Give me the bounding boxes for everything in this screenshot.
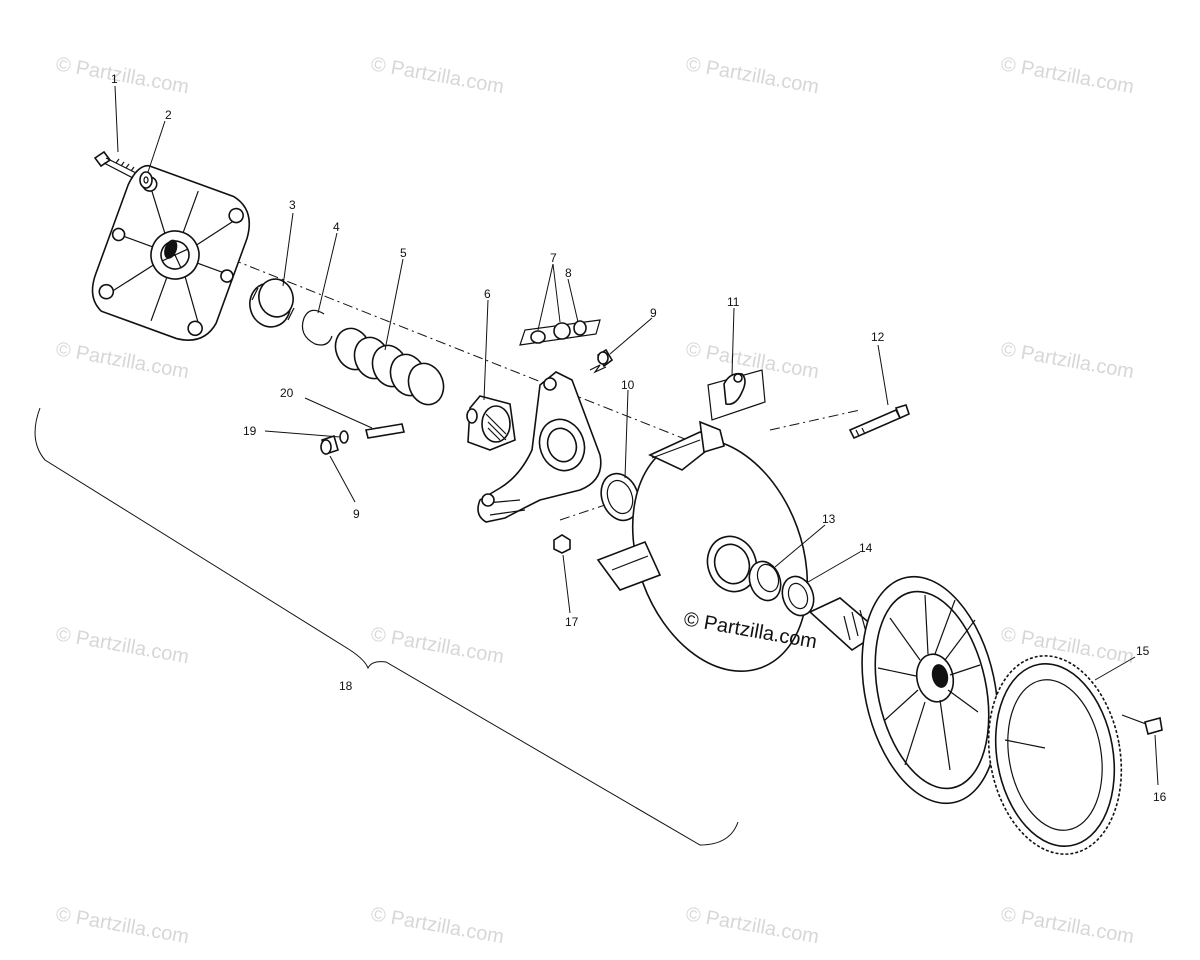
bolt-part: [93, 150, 137, 179]
callout-15: 15: [1136, 644, 1150, 658]
callout-4: 4: [333, 220, 340, 234]
moveable-sheave-part: [596, 420, 809, 672]
watermark: © Partzilla.com: [369, 903, 506, 948]
spring-part: [334, 327, 445, 406]
clip-part: [707, 369, 766, 421]
callout-16: 16: [1153, 790, 1167, 804]
ring-gear-part: [987, 655, 1123, 855]
roller-cap-part: [466, 395, 516, 451]
callout-19: 19: [243, 424, 257, 438]
bushing-part: [249, 278, 295, 328]
watermark: © Partzilla.com: [54, 338, 191, 383]
cover-plate: [91, 164, 251, 341]
nut-washer-group: [519, 319, 601, 346]
callout-8: 8: [565, 266, 572, 280]
small-bushing-lower: [320, 434, 339, 456]
nut-part: [553, 534, 571, 554]
callout-17: 17: [565, 615, 579, 629]
watermark: © Partzilla.com: [54, 53, 191, 98]
assembly-brace: [34, 407, 739, 846]
callout-1: 1: [111, 72, 118, 86]
watermark-layer: © Partzilla.com © Partzilla.com © Partzi…: [54, 53, 1136, 948]
callout-labels: 1 2 3 4 5 6 7 8 9 9 10 11 12 13 14 15 16…: [111, 72, 1167, 804]
callout-7: 7: [550, 251, 557, 265]
callout-2: 2: [165, 108, 172, 122]
callout-14: 14: [859, 541, 873, 555]
small-washer-part: [339, 430, 349, 444]
watermark: © Partzilla.com: [999, 903, 1136, 948]
long-bolt-part: [848, 404, 910, 440]
callout-6: 6: [484, 287, 491, 301]
watermark: © Partzilla.com: [369, 623, 506, 668]
watermark: © Partzilla.com: [369, 53, 506, 98]
callout-3: 3: [289, 198, 296, 212]
watermark: © Partzilla.com: [999, 53, 1136, 98]
thrust-washer-part: [600, 472, 640, 522]
watermark: © Partzilla.com: [54, 623, 191, 668]
watermark: © Partzilla.com: [999, 338, 1136, 383]
leader-lines: [114, 85, 1159, 786]
callout-12: 12: [871, 330, 885, 344]
watermark: © Partzilla.com: [684, 53, 821, 98]
washer-part: [139, 171, 153, 189]
screw-part: [1121, 714, 1163, 735]
fixed-sheave-part: [808, 575, 999, 805]
small-bushing-upper: [589, 348, 614, 374]
spider-arm-part: [477, 371, 602, 523]
callout-10: 10: [621, 378, 635, 392]
callout-13: 13: [822, 512, 836, 526]
snap-ring-part: [301, 309, 333, 346]
callout-5: 5: [400, 246, 407, 260]
watermark: © Partzilla.com: [54, 903, 191, 948]
sheave-bushing-part: [748, 560, 782, 602]
watermark: © Partzilla.com: [684, 903, 821, 948]
callout-18: 18: [339, 679, 353, 693]
shim-washer-part: [781, 575, 815, 617]
pin-part: [365, 423, 405, 439]
callout-20: 20: [280, 386, 294, 400]
callout-11: 11: [727, 295, 740, 309]
callout-9-lower: 9: [353, 507, 360, 521]
watermark: © Partzilla.com: [684, 338, 821, 383]
callout-9-upper: 9: [650, 306, 657, 320]
